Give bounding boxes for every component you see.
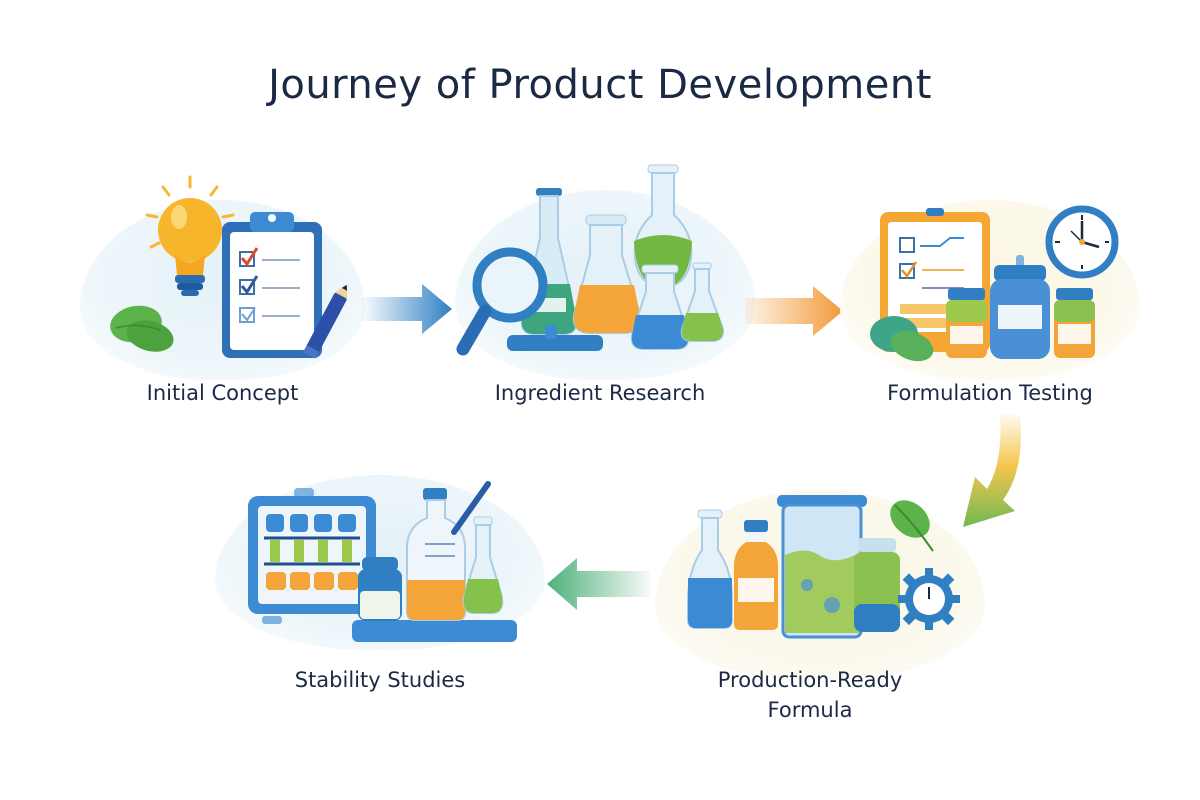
- stage-label: Production-Ready Formula: [640, 665, 980, 725]
- tray-icon: [352, 620, 517, 642]
- jar-icon: [990, 255, 1050, 359]
- beaker-icon: [630, 264, 690, 350]
- stage-ingredient-research: Ingredient Research: [440, 160, 760, 420]
- clock-icon: [1045, 205, 1119, 279]
- cylinder-icon: [777, 495, 867, 639]
- clipboard-checklist-icon: [222, 212, 322, 358]
- tray-icon: [507, 325, 603, 351]
- flask-icon: [462, 516, 504, 614]
- flask-icon: [687, 509, 733, 629]
- jar-icon: [358, 557, 402, 621]
- arrow-right-icon: [360, 284, 452, 334]
- sample-tray-icon: [248, 488, 376, 624]
- arrow-right-icon: [745, 286, 843, 336]
- page-title: Journey of Product Development: [268, 62, 932, 108]
- stage-initial-concept: Initial Concept: [80, 170, 380, 420]
- stage-formulation-testing: Formulation Testing: [840, 180, 1140, 420]
- beaker-icon: [406, 488, 466, 621]
- jar-icon: [946, 288, 987, 358]
- leaf-icon: [890, 500, 934, 552]
- gear-clock-icon: [898, 568, 960, 630]
- jar-icon: [854, 538, 900, 632]
- stage-label: Stability Studies: [294, 668, 466, 692]
- pencil-icon: [303, 284, 348, 359]
- magnifying-glass-icon: [456, 247, 548, 356]
- lightbulb-icon: [145, 175, 235, 296]
- leaf-icon: [870, 316, 934, 362]
- stage-stability-studies: Stability Studies: [200, 470, 560, 700]
- arrow-left-icon: [547, 558, 650, 610]
- arrow-curved-down-icon: [963, 415, 1021, 527]
- leaf-icon: [110, 305, 174, 352]
- stage-label: Formulation Testing: [887, 381, 1093, 405]
- stage-label: Initial Concept: [146, 381, 299, 405]
- stage-label: Ingredient Research: [494, 381, 706, 405]
- jar-icon: [1054, 288, 1095, 358]
- stage-label-line-1: Production-Ready: [717, 668, 903, 692]
- stage-label-line-2: Formula: [767, 698, 853, 722]
- pipette-icon: [451, 481, 491, 535]
- bottle-icon: [734, 520, 778, 630]
- stage-production-ready-formula: Production-Ready Formula: [640, 470, 1020, 730]
- flask-icon: [680, 262, 725, 342]
